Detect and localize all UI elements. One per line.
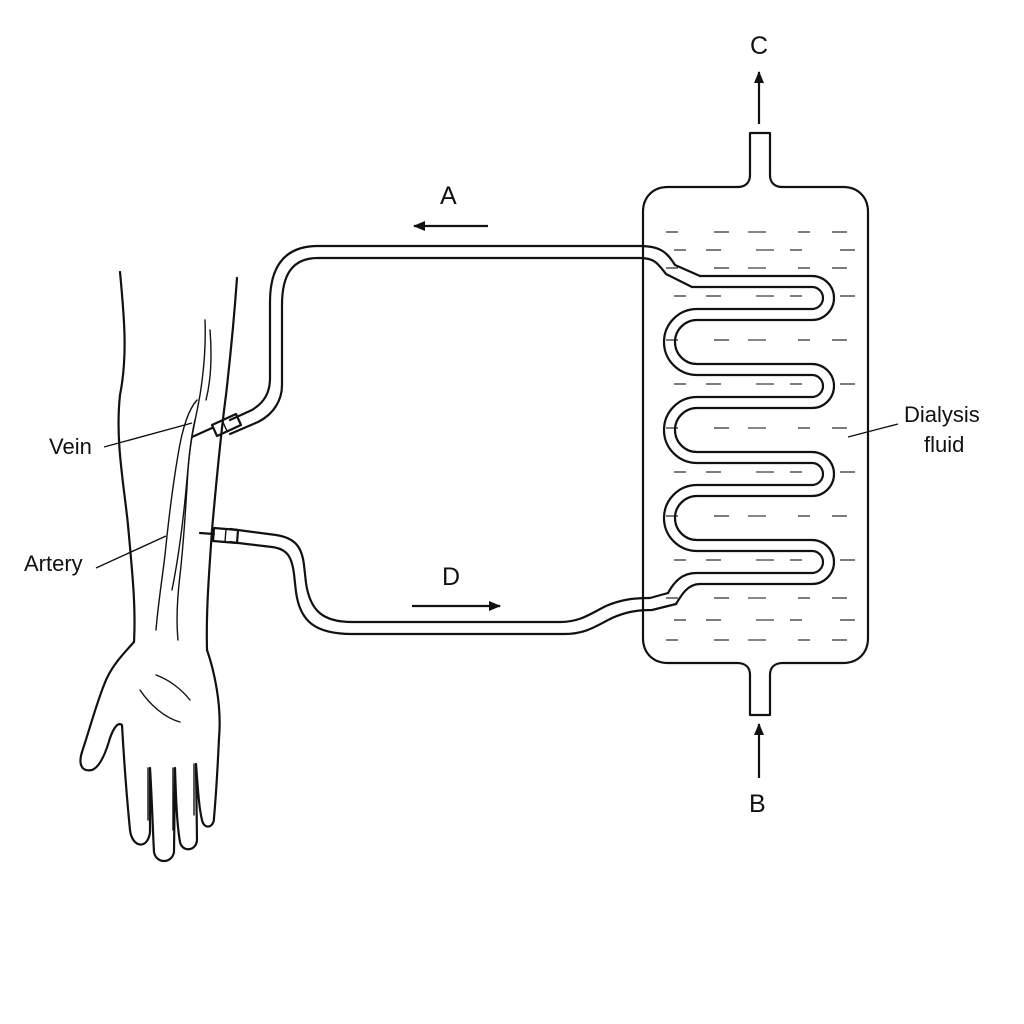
dialysis-fluid-label-line2: fluid: [924, 432, 964, 457]
artery-label: Artery: [24, 551, 83, 576]
dialyser: [641, 131, 870, 717]
dialysis-fluid-label-line1: Dialysis: [904, 402, 980, 427]
hand: [79, 640, 221, 863]
artery-leader-line: [95, 535, 167, 569]
flow-label-c: C: [750, 32, 768, 60]
vein-connector: [190, 412, 243, 439]
dialysis-fluid-dashes: [666, 231, 855, 641]
vein-leader-line: [103, 422, 193, 448]
arm: [117, 270, 239, 652]
blood-vessels: [155, 319, 212, 641]
dialysis-leader-line: [847, 423, 899, 438]
artery-connector: [198, 526, 240, 545]
vein-label: Vein: [49, 434, 92, 459]
flow-label-d: D: [442, 563, 460, 591]
coil-tube: [662, 274, 836, 606]
supply-tube: [228, 527, 678, 636]
flow-label-a: A: [440, 182, 457, 210]
return-tube: [228, 244, 702, 436]
flow-label-b: B: [749, 790, 766, 818]
